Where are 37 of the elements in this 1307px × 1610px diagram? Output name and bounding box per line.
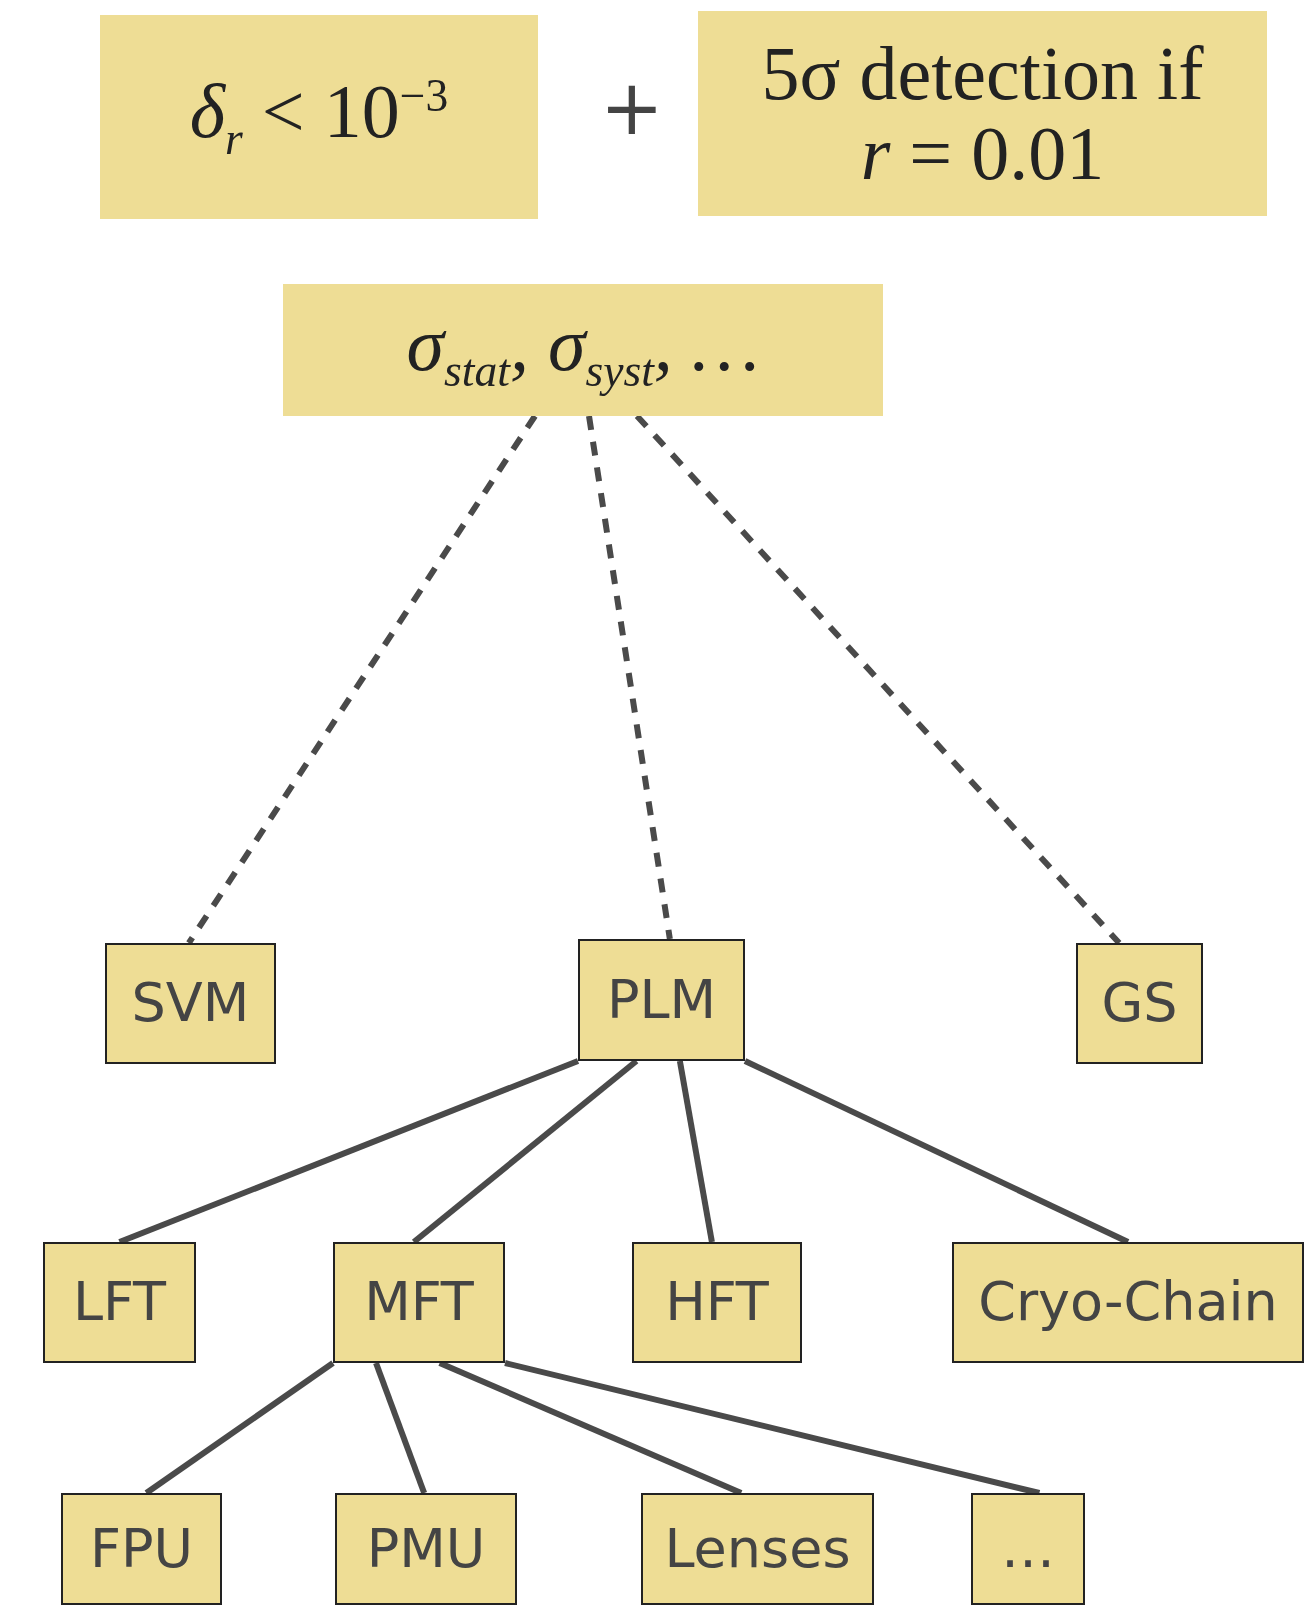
box-label: GS [1101,975,1178,1032]
box-label: MFT [364,1274,474,1331]
box-label: … [1001,1520,1055,1578]
box-label: PLM [606,971,717,1029]
box-label: HFT [665,1274,769,1331]
box-label: Lenses [664,1520,851,1578]
component-box [641,1493,874,1605]
plus-sign: + [600,70,664,146]
requirement-box [100,15,538,219]
box-label: PMU [366,1520,486,1578]
box-label: FPU [89,1520,194,1578]
box-label: Cryo-Chain [978,1274,1278,1331]
component-box [971,1493,1085,1605]
box-label: SVM [131,975,250,1032]
formula-text: δ$_{r}$ < 10$^{−3}$ [189,71,449,163]
connector-line [373,1361,427,1495]
requirement-box [698,11,1267,216]
dashed-connector [586,415,673,940]
connector-line [743,1058,1130,1245]
component-box [335,1493,517,1605]
connector-line [144,1360,335,1496]
component-box [333,1242,505,1363]
connector-line [118,1058,580,1245]
box-label: LFT [72,1274,167,1331]
component-box [578,939,745,1061]
dashed-connector [186,414,538,945]
formula-text: σ$_{stat}$, σ$_{syst}$, … [406,304,760,395]
component-box [952,1242,1304,1363]
component-box [105,943,276,1064]
component-box [43,1242,196,1363]
requirement-box [283,284,883,416]
component-box [632,1242,802,1363]
component-box [61,1493,222,1605]
connector-line [676,1060,715,1243]
connector-line [504,1360,1041,1496]
formula-text: 5σ detection if r = 0.01 [760,33,1205,194]
component-box [1076,943,1203,1064]
